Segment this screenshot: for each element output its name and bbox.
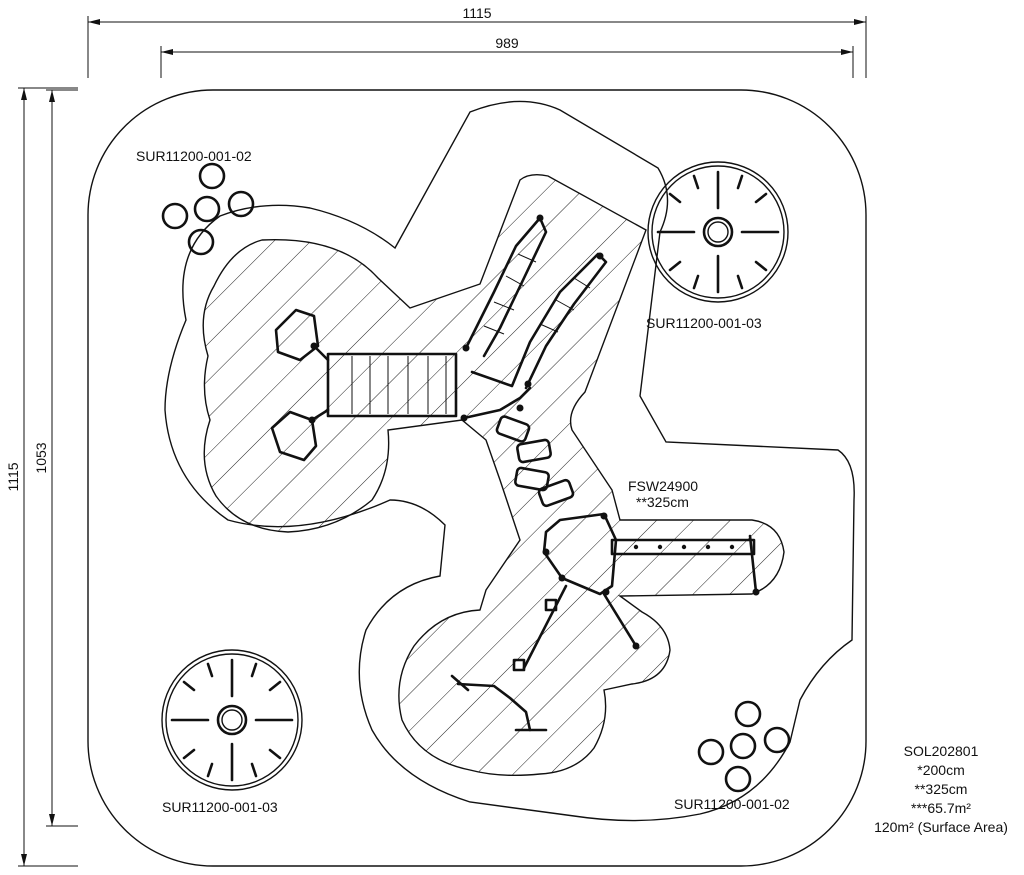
dimension-inner-height-label: 1053 xyxy=(33,442,49,473)
outer-boundary xyxy=(87,89,867,867)
play-structure xyxy=(270,214,760,732)
dimension-inner-width-label: 989 xyxy=(495,35,519,51)
round-disc-top-right xyxy=(647,161,789,303)
inner-surface-outline xyxy=(164,100,855,822)
label-stepping-circles-bottom-right: SUR11200-001-02 xyxy=(674,796,790,812)
label-play-structure-height: **325cm xyxy=(636,494,689,510)
dimension-left-inner: 1053 xyxy=(33,89,78,827)
label-play-structure-code: FSW24900 xyxy=(628,478,698,494)
stepping-circles-bottom-right xyxy=(697,700,791,793)
dimension-outer-height-label: 1115 xyxy=(5,462,21,491)
stepping-circles-top-left xyxy=(161,162,255,256)
label-round-disc-bottom-left: SUR11200-001-03 xyxy=(162,799,278,815)
dimension-top-outer: 1115 xyxy=(87,5,867,78)
dimension-outer-width-label: 1115 xyxy=(462,5,491,21)
safety-zone-hatched xyxy=(202,173,785,777)
info-line2: **325cm xyxy=(914,781,968,797)
round-disc-bottom-left xyxy=(161,649,303,791)
info-surface-area: 120m² (Surface Area) xyxy=(874,819,1008,835)
info-line1: *200cm xyxy=(917,762,965,778)
dimension-top-inner: 989 xyxy=(160,35,854,78)
info-line3: ***65.7m² xyxy=(911,800,971,816)
info-product-code: SOL202801 xyxy=(903,743,979,759)
label-stepping-circles-top-left: SUR11200-001-02 xyxy=(136,148,252,164)
label-round-disc-top-right: SUR11200-001-03 xyxy=(646,315,762,331)
dimension-left-outer: 1115 xyxy=(5,87,78,867)
info-block: SOL202801 *200cm **325cm ***65.7m² 120m²… xyxy=(866,742,1016,837)
